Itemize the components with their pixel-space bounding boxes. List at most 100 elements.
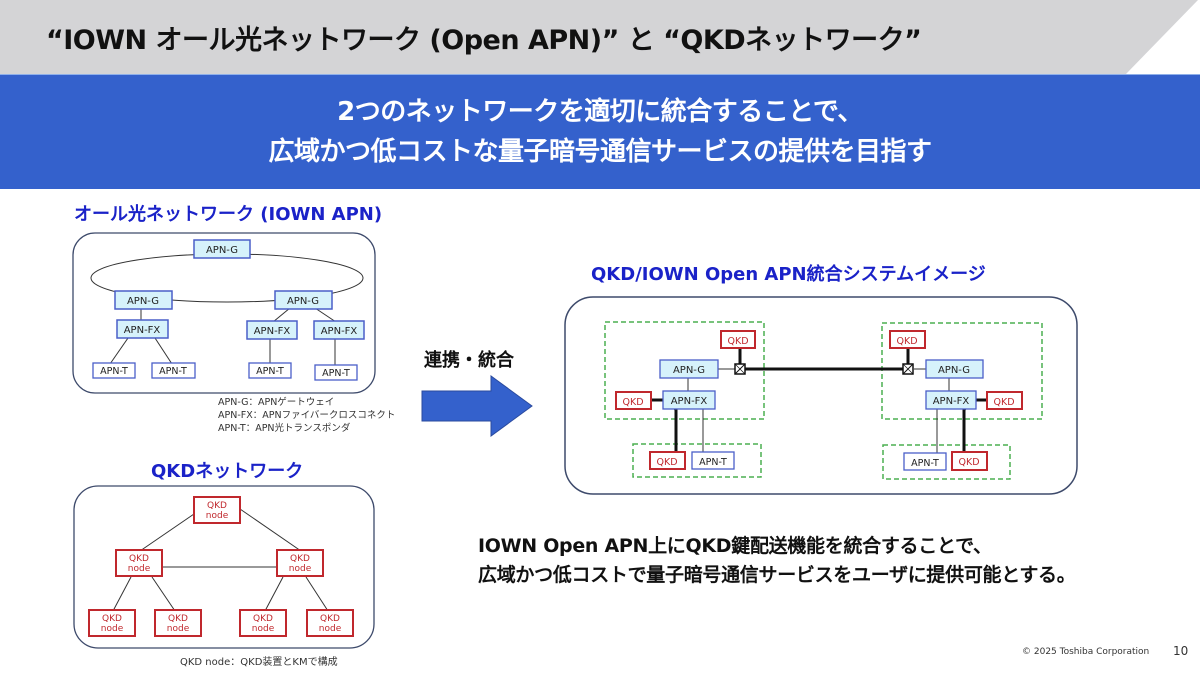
svg-text:APN-G: APN-G — [206, 245, 238, 256]
svg-text:APN-T: APN-T — [322, 368, 350, 379]
qkd-node-label: QKD — [168, 614, 188, 624]
qkd-node-label: node — [289, 564, 312, 574]
apn-fx-node-right-1: APN-FX — [246, 320, 298, 340]
link — [264, 576, 284, 612]
optical-switch-icon — [734, 363, 746, 375]
integrated-system-diagram: QKD APN-G QKD APN-FX QKD APN-T QKD APN-G… — [564, 296, 1078, 495]
svg-text:APN-FX: APN-FX — [321, 326, 358, 337]
page-number: 10 — [1173, 644, 1189, 658]
svg-text:APN-FX: APN-FX — [124, 325, 161, 336]
qkd-network-diagram: QKDnodeQKDnodeQKDnodeQKDnodeQKDnodeQKDno… — [73, 485, 375, 649]
qkd-network-title: QKDネットワーク — [151, 461, 304, 482]
apn-t-node-2: APN-T — [151, 362, 196, 379]
summary-line-1: IOWN Open APN上にQKD鍵配送機能を統合することで、 — [478, 535, 992, 557]
left-qkd-left: QKD — [615, 391, 652, 410]
integrated-system-title: QKD/IOWN Open APN統合システムイメージ — [591, 264, 986, 285]
left-qkd-bottom: QKD — [649, 451, 686, 470]
svg-text:APN-T: APN-T — [159, 366, 187, 377]
svg-text:APN-FX: APN-FX — [254, 326, 291, 337]
qkd-node-label: node — [101, 624, 124, 634]
link — [272, 307, 291, 323]
apn-t-node-1: APN-T — [92, 362, 136, 379]
left-apn-fx: APN-FX — [662, 390, 716, 410]
apn-legend: APN-G：APNゲートウェイ APN-FX：APNファイバークロスコネクト A… — [218, 396, 395, 435]
apn-g-node-top: APN-G — [193, 239, 251, 259]
qkd-node-label: node — [128, 564, 151, 574]
svg-text:APN-T: APN-T — [100, 366, 128, 377]
svg-text:QKD: QKD — [896, 336, 917, 347]
svg-text:QKD: QKD — [993, 397, 1014, 408]
qkd-node-label: node — [206, 511, 229, 521]
qkd-legend: QKD node：QKD装置とKMで構成 — [180, 657, 338, 668]
svg-text:APN-T: APN-T — [911, 458, 939, 469]
svg-text:APN-G: APN-G — [938, 365, 970, 376]
header-background — [0, 0, 1198, 74]
left-lower-group — [632, 443, 762, 478]
qkd-node-label: QKD — [320, 614, 340, 624]
left-apn-g: APN-G — [659, 359, 719, 379]
banner-line-2: 広域かつ低コストな量子暗号通信サービスの提供を目指す — [268, 137, 932, 167]
right-qkd-right: QKD — [986, 391, 1023, 410]
left-qkd-top: QKD — [720, 330, 756, 349]
apn-fx-node-right-2: APN-FX — [313, 320, 365, 340]
apn-g-node-left: APN-G — [114, 290, 173, 310]
left-apn-t: APN-T — [691, 451, 735, 470]
link — [112, 576, 132, 612]
svg-text:APN-G: APN-G — [287, 296, 319, 307]
qkd-node-label: node — [252, 624, 275, 634]
header: “IOWN オール光ネットワーク (Open APN)” と “QKDネットワー… — [0, 0, 1200, 74]
summary-line-2: 広域かつ低コストで量子暗号通信サービスをユーザに提供可能とする。 — [478, 564, 1076, 586]
page-title: “IOWN オール光ネットワーク (Open APN)” と “QKDネットワー… — [46, 25, 922, 56]
apn-network-frame — [72, 232, 376, 394]
apn-g-node-right: APN-G — [274, 290, 333, 310]
qkd-node-label: QKD — [253, 614, 273, 624]
apn-legend-item: APN-G：APNゲートウェイ — [218, 397, 335, 408]
summary-text: IOWN Open APN上にQKD鍵配送機能を統合することで、 広域かつ低コス… — [478, 532, 1076, 590]
svg-text:QKD: QKD — [958, 457, 979, 468]
link — [305, 576, 329, 612]
apn-t-node-4: APN-T — [314, 364, 358, 381]
right-arrow-icon — [421, 375, 533, 437]
link — [314, 307, 337, 323]
right-qkd-bottom: QKD — [951, 451, 988, 471]
qkd-node-label: QKD — [102, 614, 122, 624]
qkd-node-label: QKD — [207, 501, 227, 511]
right-apn-t: APN-T — [903, 452, 947, 471]
qkd-node-label: node — [319, 624, 342, 634]
svg-text:APN-FX: APN-FX — [933, 396, 970, 407]
link — [154, 337, 173, 365]
optical-switch-icon — [902, 363, 914, 375]
right-qkd-top: QKD — [889, 330, 926, 349]
link — [139, 513, 195, 552]
right-upper-group — [881, 322, 1043, 420]
svg-text:QKD: QKD — [727, 336, 748, 347]
apn-legend-item: APN-FX：APNファイバークロスコネクト — [218, 410, 396, 421]
qkd-node-label: node — [167, 624, 190, 634]
apn-network-diagram: APN-G APN-G APN-G APN-FX APN-FX APN-FX A… — [72, 232, 376, 394]
right-apn-g: APN-G — [925, 359, 984, 379]
apn-network-title: オール光ネットワーク (IOWN APN) — [74, 204, 383, 225]
right-lower-group — [882, 444, 1011, 480]
copyright: © 2025 Toshiba Corporation — [1022, 647, 1150, 657]
link — [109, 337, 129, 365]
apn-fx-node-left: APN-FX — [116, 319, 169, 339]
qkd-node-label: QKD — [290, 554, 310, 564]
right-apn-fx: APN-FX — [925, 390, 977, 410]
link — [239, 508, 302, 552]
headline-banner: 2つのネットワークを適切に統合することで、 広域かつ低コストな量子暗号通信サービ… — [0, 74, 1200, 189]
svg-text:QKD: QKD — [622, 397, 643, 408]
apn-legend-item: APN-T：APN光トランスポンダ — [218, 423, 351, 434]
link — [151, 576, 176, 612]
svg-text:APN-T: APN-T — [256, 366, 284, 377]
apn-t-node-3: APN-T — [248, 362, 292, 379]
svg-text:APN-FX: APN-FX — [671, 396, 708, 407]
svg-text:QKD: QKD — [656, 457, 677, 468]
banner-line-1: 2つのネットワークを適切に統合することで、 — [337, 97, 863, 127]
